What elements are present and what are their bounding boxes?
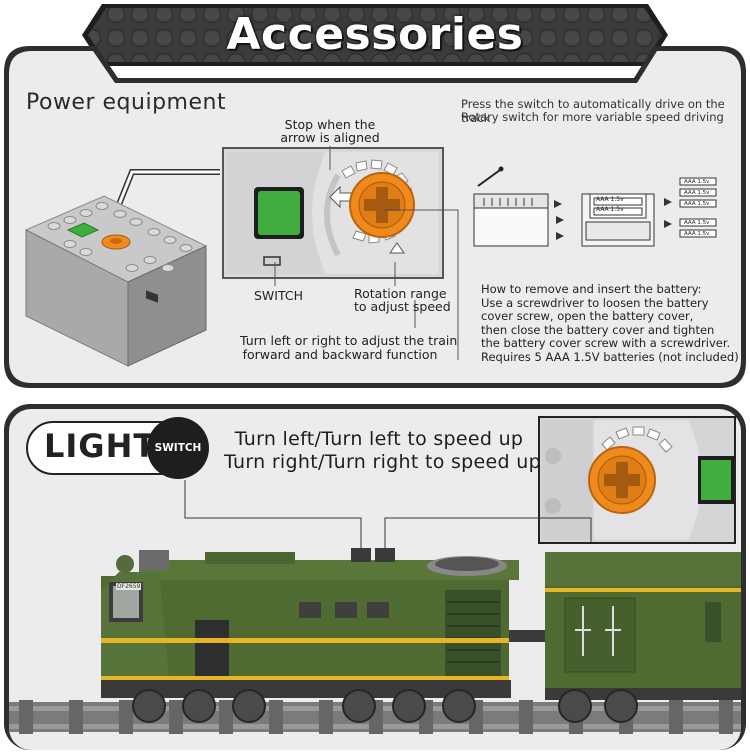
header-brick-background (82, 4, 668, 66)
locomotive-number: DF2659 (116, 583, 142, 590)
battery-box-illustration (24, 169, 220, 367)
battery-instruction-line: How to remove and insert the battery: (481, 282, 702, 296)
light-label: LIGHT (44, 427, 157, 465)
power-intro-line1: Press the switch to automatically drive … (461, 97, 725, 125)
power-switch-closeup (222, 147, 444, 279)
rotation-caption-line1: Rotation range (354, 286, 447, 301)
battery-instructions: How to remove and insert the battery: Us… (481, 282, 739, 365)
switch-label: SWITCH (254, 288, 304, 303)
light-instruction-line2: Turn right/Turn right to speed up (224, 451, 541, 473)
switch-badge: SWITCH (147, 417, 209, 479)
battery-replacement-illustration (473, 166, 717, 247)
turn-caption-line1: Turn left or right to adjust the train (240, 333, 458, 348)
loose-cell-label-3: AAA 1.5v (684, 201, 710, 207)
light-switch-closeup (538, 416, 736, 544)
header-banner (80, 2, 670, 68)
rotation-caption-line2: to adjust speed (354, 299, 451, 314)
light-instruction-line1: Turn left/Turn left to speed up (234, 428, 524, 450)
loose-cell-label-1: AAA 1.5v (684, 179, 710, 185)
loose-cell-label-4: AAA 1.5v (684, 220, 710, 226)
turn-caption-line2: forward and backward function (242, 347, 438, 362)
battery-instruction-line: Use a screwdriver to loosen the battery (481, 295, 709, 310)
loose-cell-label-5: AAA 1.5v (684, 231, 710, 237)
battery-cell-label-1: AAA 1.5v (596, 196, 624, 203)
power-intro-line2: Rotary switch for more variable speed dr… (461, 110, 724, 124)
loose-cell-label-2: AAA 1.5v (684, 190, 710, 196)
battery-instruction-line: then close the battery cover and tighten (481, 322, 715, 337)
stop-caption-line1: Stop when the (284, 117, 376, 132)
battery-instruction-line: Requires 5 AAA 1.5V batteries (not inclu… (481, 349, 739, 364)
power-section-title: Power equipment (26, 90, 227, 115)
battery-instruction-line: the battery cover screw with a screwdriv… (481, 336, 731, 351)
battery-instruction-line: cover screw, open the battery cover, (481, 309, 694, 324)
stop-caption-line2: arrow is aligned (280, 130, 380, 145)
battery-cell-label-2: AAA 1.5v (596, 206, 624, 213)
train-illustration (9, 480, 741, 734)
page-title: Accessories (226, 8, 524, 60)
